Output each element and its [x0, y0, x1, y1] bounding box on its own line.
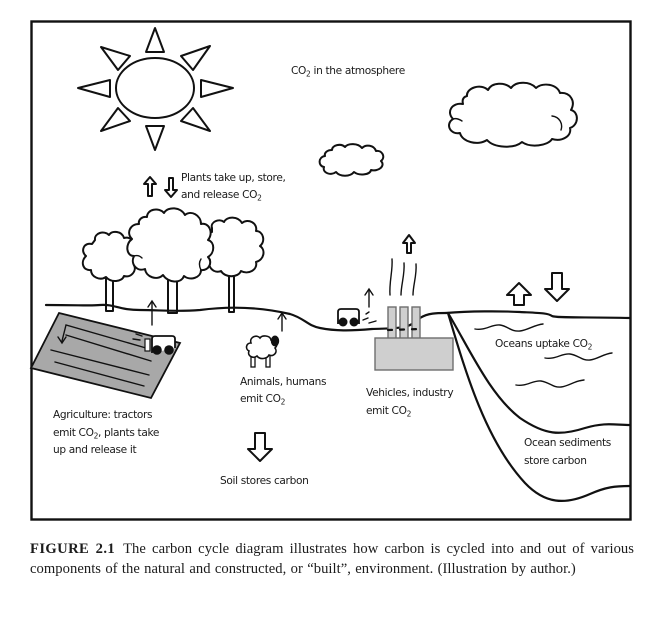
tree-trunk: [167, 277, 178, 314]
arrow-up-icon: [402, 234, 416, 254]
factory-chimney: [399, 306, 409, 340]
smoke-icon: [389, 258, 417, 296]
continental-shelf-line: [446, 311, 632, 434]
factory-chimney: [411, 306, 421, 340]
sheep-icon: [245, 335, 280, 368]
sun-ray-top-left: [100, 46, 131, 71]
plants-uptake-arrow: [147, 299, 157, 326]
cloud-small-icon: [318, 143, 385, 177]
arrow-up-icon: [143, 176, 157, 197]
cloud-large-inner-curl: [551, 115, 563, 131]
sun-ray-right: [200, 79, 234, 98]
ocean-wave: [515, 379, 585, 388]
tractor-wheel: [164, 345, 174, 355]
sun-ray-top: [145, 27, 165, 53]
plants-label-line1: Plants take up, store,: [181, 172, 286, 184]
sea-surface-line: [444, 310, 632, 320]
field-furrow: [65, 334, 152, 362]
ocean-wave: [544, 352, 613, 361]
sediments-label-line2: store carbon: [524, 455, 587, 467]
atmosphere-label: CO2 in the atmosphere: [291, 65, 405, 79]
field-furrow-arrowhead: [57, 336, 67, 345]
sediments-label-line1: Ocean sediments: [524, 437, 611, 449]
cloud-large-inner-curl: [452, 117, 463, 122]
animals-label-line1: Animals, humans: [240, 376, 326, 388]
factory-building: [374, 337, 454, 371]
arrow-down-icon: [544, 272, 570, 302]
arrow-down-icon: [247, 432, 273, 462]
factory-chimney: [387, 306, 397, 340]
factory-icon: [374, 306, 454, 371]
cloud-large-icon: [448, 81, 578, 148]
carbon-cycle-figure: CO2 in the atmosphere Plants take up, st…: [29, 20, 632, 521]
arrow-up-icon: [506, 282, 532, 306]
agriculture-label-line3: up and release it: [53, 444, 136, 456]
smoke-plume: [389, 258, 393, 296]
agriculture-label-line2: emit CO2, plants take: [53, 427, 159, 441]
exhaust-fumes: [362, 311, 377, 324]
arrow-head: [364, 287, 374, 296]
tractor-icon: [132, 333, 176, 355]
soil-label: Soil stores carbon: [220, 475, 308, 487]
tractor-wheel: [152, 345, 162, 355]
vehicles-label-line2: emit CO2: [366, 405, 412, 419]
carbon-cycle-diagram: CO2 in the atmosphere Plants take up, st…: [29, 20, 632, 521]
tree-trunk: [228, 271, 235, 313]
arrow-head: [277, 311, 287, 320]
sun-ray-top-right: [180, 45, 211, 71]
field-furrow: [50, 349, 150, 376]
sun-ray-left: [77, 79, 111, 98]
plants-label-line2: and release CO2: [181, 189, 262, 203]
farm-field-icon: [29, 311, 182, 400]
field-furrow-path: [61, 324, 147, 349]
agriculture-label-line1: Agriculture: tractors: [53, 409, 152, 421]
caption-text: The carbon cycle diagram illustrates how…: [30, 541, 634, 577]
exhaust-fumes: [132, 333, 143, 341]
car-wheel: [338, 317, 348, 327]
tree-crown-detail: [133, 254, 143, 259]
sun-disc: [115, 57, 195, 119]
tree-crown-detail: [198, 258, 202, 271]
animals-label-line2: emit CO2: [240, 393, 286, 407]
vehicle-emission-arrow: [364, 287, 374, 308]
tractor-plough: [144, 338, 151, 352]
smoke-plume: [400, 262, 405, 296]
sun-ray-bottom-left: [100, 107, 131, 132]
plants-exchange-arrows: [143, 176, 178, 198]
ocean-wave: [474, 323, 544, 332]
sheep-body: [245, 335, 278, 360]
car-wheel: [349, 317, 359, 327]
animals-emission-arrow: [277, 311, 287, 332]
tree-crown: [81, 230, 139, 282]
field-furrow: [54, 361, 145, 387]
ground-line-behind-factory: [386, 327, 422, 332]
tree-icons: [81, 207, 265, 314]
sheep-head: [270, 335, 280, 347]
tree-crown: [126, 207, 215, 283]
field-plot: [29, 311, 182, 400]
car-icon: [337, 308, 377, 327]
ocean: [444, 272, 632, 502]
arrow-head: [147, 299, 157, 308]
figure-number: FIGURE 2.1: [30, 541, 116, 557]
smoke-plume: [412, 263, 417, 296]
ocean-floor-line: [446, 311, 632, 502]
arrow-down-icon: [164, 177, 178, 198]
vehicles-label-line1: Vehicles, industry: [366, 387, 453, 399]
sun-ray-bottom-right: [180, 107, 211, 132]
sun-icon: [77, 27, 234, 151]
sun-ray-bottom: [145, 125, 165, 151]
oceans-label: Oceans uptake CO2: [495, 338, 593, 352]
